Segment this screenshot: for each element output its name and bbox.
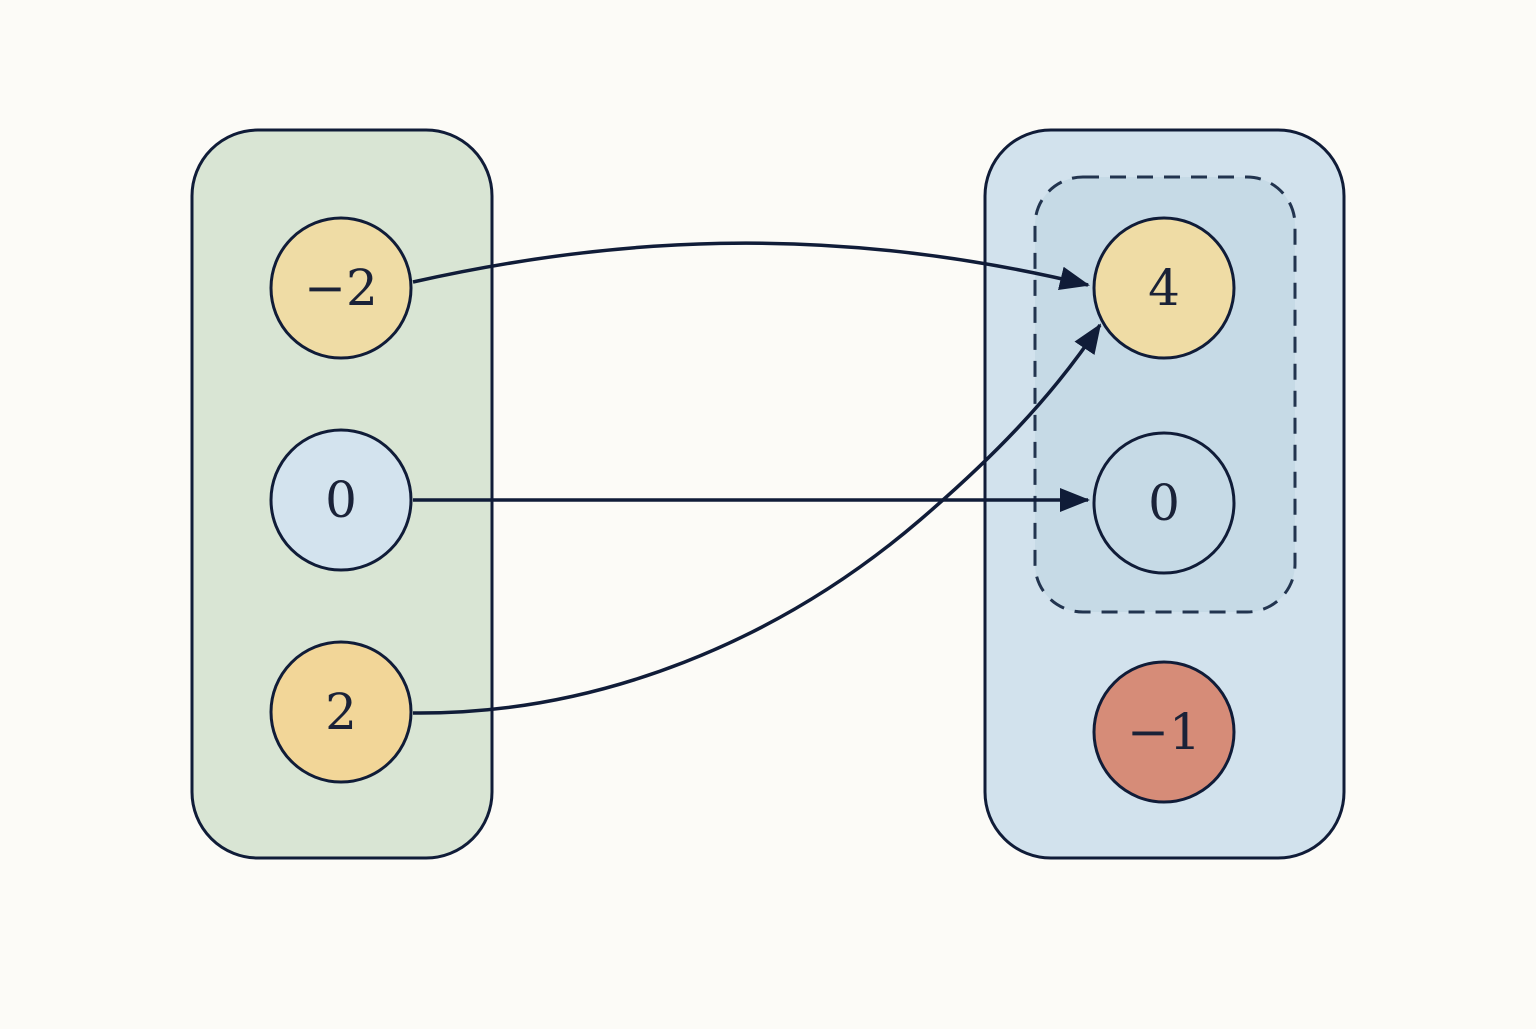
codomain-node-label: 0	[1148, 474, 1180, 532]
domain-node-label: −2	[304, 259, 378, 317]
codomain-node-1: 4	[1092, 216, 1236, 360]
codomain-node-3: −1	[1092, 660, 1236, 804]
codomain-node-circle	[1092, 660, 1236, 804]
codomain-node-label: −1	[1127, 703, 1201, 761]
domain-node-label: 2	[325, 683, 357, 741]
domain-node-circle	[269, 216, 413, 360]
codomain-node-circle	[1092, 216, 1236, 360]
codomain-node-2: 0	[1092, 431, 1236, 575]
mapping-arrow-c-to-p	[412, 323, 1102, 715]
domain-node-circle	[269, 640, 413, 784]
domain-node-label: 0	[325, 471, 357, 529]
codomain-node-label: 4	[1148, 259, 1180, 317]
mapping-arrow-a-to-p	[412, 241, 1090, 291]
domain-node-1: −2	[269, 216, 413, 360]
domain-node-circle	[269, 428, 413, 572]
domain-node-3: 2	[269, 640, 413, 784]
nodes-layer: −2 0 2 4 0 −1	[269, 216, 1236, 804]
domain-node-2: 0	[269, 428, 413, 572]
mapping-arrows	[412, 241, 1102, 715]
codomain-node-circle	[1092, 431, 1236, 575]
